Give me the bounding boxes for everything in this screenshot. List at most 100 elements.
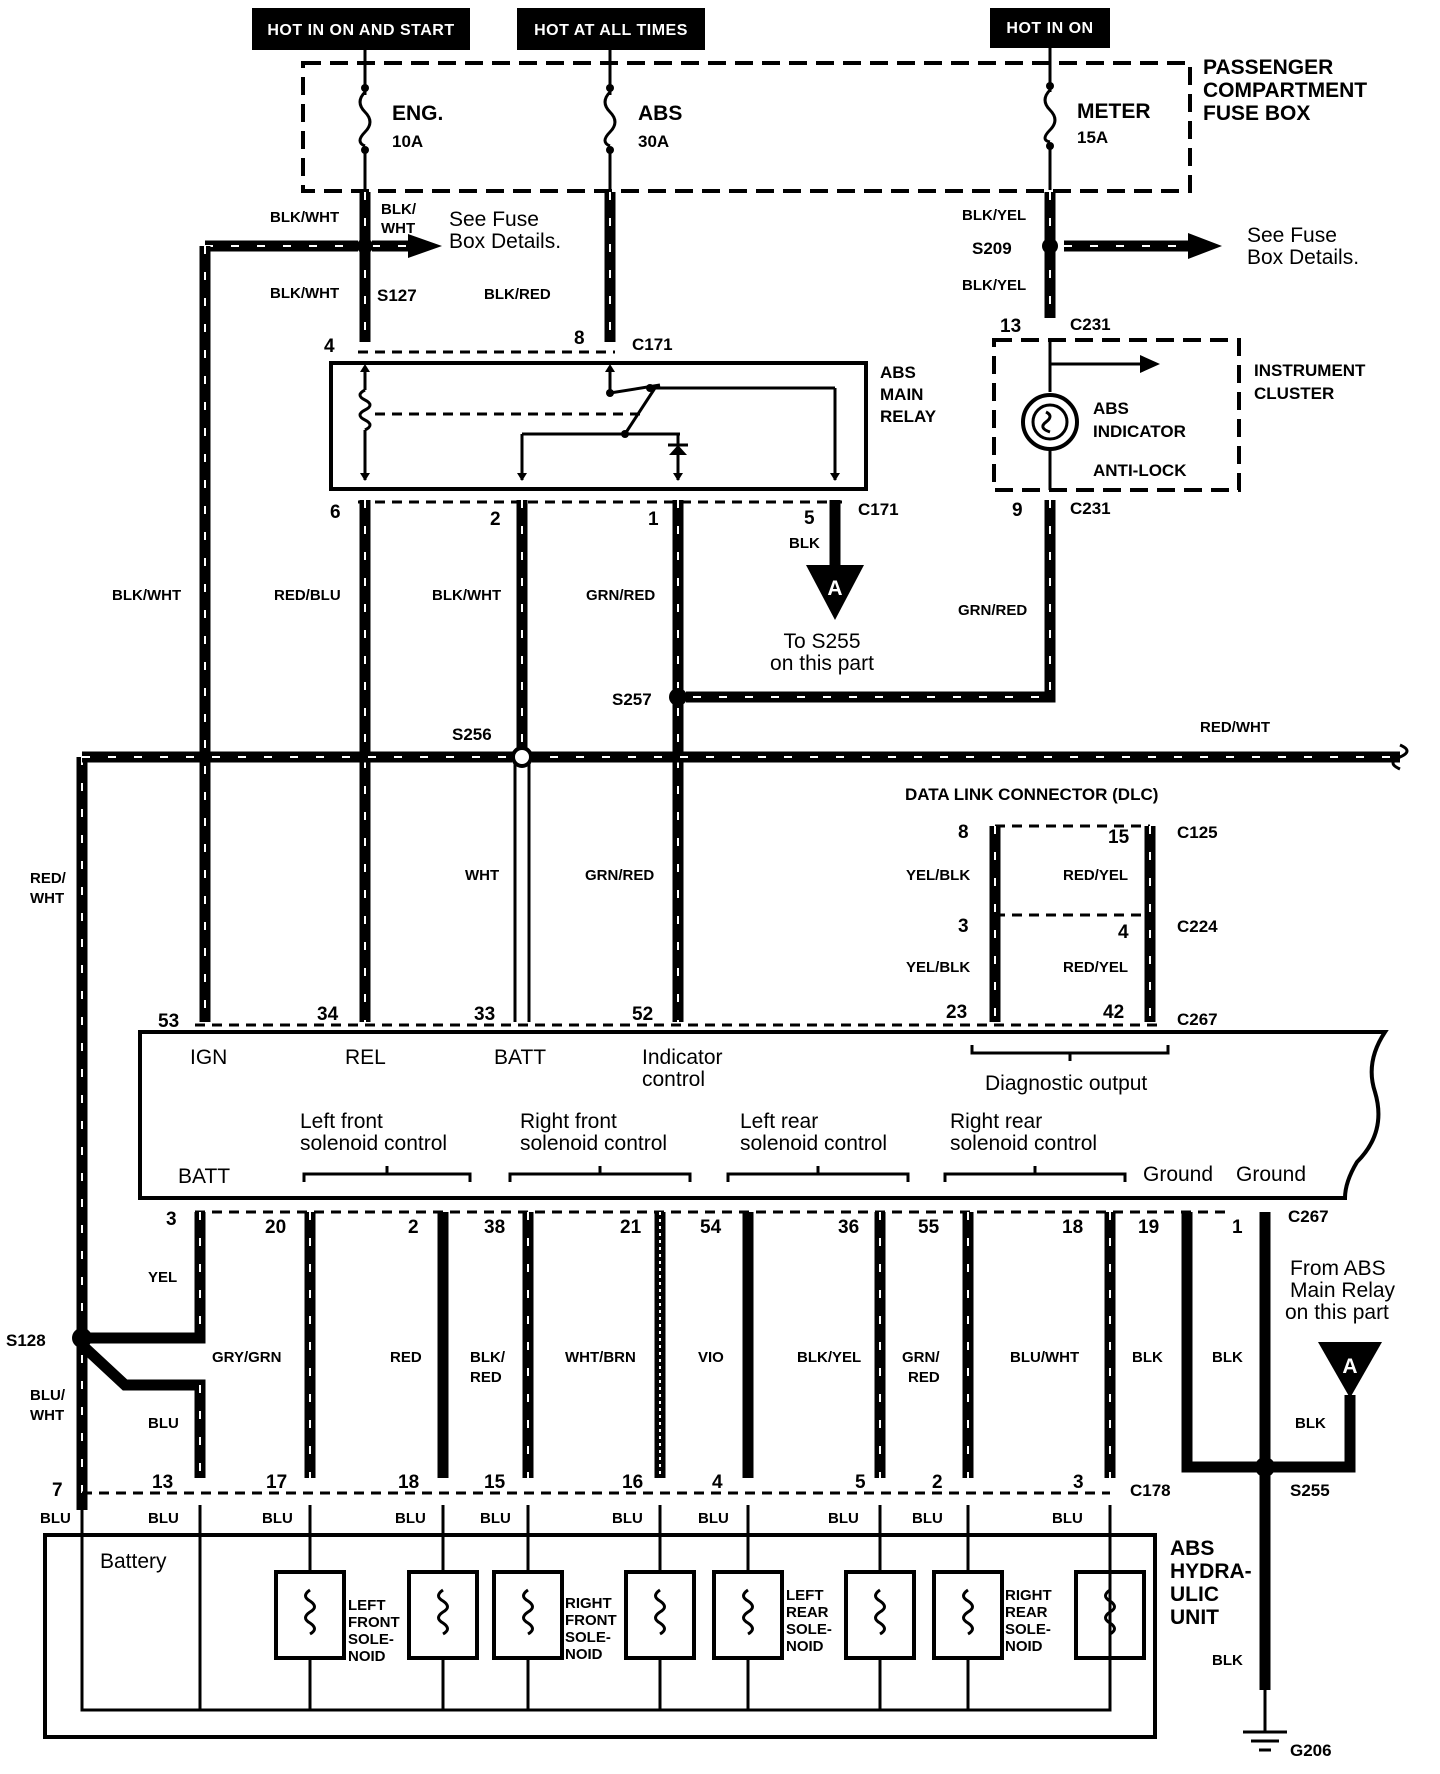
svg-text:20: 20 xyxy=(265,1217,286,1238)
svg-text:BLK: BLK xyxy=(1295,1415,1326,1432)
coil-right-front-1 xyxy=(492,1570,564,1660)
svg-text:C231: C231 xyxy=(1070,315,1111,334)
svg-text:C231: C231 xyxy=(1070,499,1111,518)
svg-text:BATT: BATT xyxy=(178,1165,230,1188)
fuse-abs: ABS 30A xyxy=(603,84,682,190)
svg-text:FUSE BOX: FUSE BOX xyxy=(1203,102,1310,125)
svg-text:METER: METER xyxy=(1077,100,1151,123)
svg-text:on this part: on this part xyxy=(770,652,874,675)
abs-hydraulic-unit: 7 13 17 18 15 16 4 5 2 3 C178 BLU BLU BL… xyxy=(40,1472,1332,1760)
hot-tag-on: HOT IN ON xyxy=(1006,20,1093,37)
svg-text:17: 17 xyxy=(266,1472,287,1493)
hot-tags: HOT IN ON AND START HOT AT ALL TIMES HOT… xyxy=(252,8,1110,50)
svg-text:BLK/WHT: BLK/WHT xyxy=(112,587,181,604)
svg-text:55: 55 xyxy=(918,1217,940,1238)
svg-text:BLK: BLK xyxy=(1132,1349,1163,1366)
abs-main-relay: 4 8 C171 ABS MAIN RELAY 6 2 xyxy=(324,328,937,530)
svg-text:SOLE-: SOLE- xyxy=(1005,1621,1051,1638)
svg-text:INDICATOR: INDICATOR xyxy=(1093,422,1186,441)
svg-text:Ground: Ground xyxy=(1236,1163,1306,1186)
svg-text:BLU: BLU xyxy=(148,1510,179,1527)
hot-tag-all-times: HOT AT ALL TIMES xyxy=(534,22,688,39)
svg-text:YEL/BLK: YEL/BLK xyxy=(906,959,970,976)
svg-text:4: 4 xyxy=(1118,922,1129,943)
svg-text:RELAY: RELAY xyxy=(880,407,937,426)
svg-text:WHT: WHT xyxy=(30,1407,64,1424)
svg-text:LEFT: LEFT xyxy=(348,1597,386,1614)
svg-text:36: 36 xyxy=(838,1217,859,1238)
svg-text:4: 4 xyxy=(324,336,335,357)
splice-s209 xyxy=(1042,238,1058,254)
svg-text:Left front: Left front xyxy=(300,1110,383,1133)
svg-text:GRY/GRN: GRY/GRN xyxy=(212,1349,281,1366)
data-link-connector: DATA LINK CONNECTOR (DLC) 8 15 C125 3 4 … xyxy=(905,785,1218,1022)
svg-text:23: 23 xyxy=(946,1002,967,1023)
instrument-cluster: 13 C231 INSTRUMENT CLUSTER ABS INDICATOR… xyxy=(992,315,1366,521)
svg-text:GRN/RED: GRN/RED xyxy=(586,587,655,604)
svg-text:BLK/YEL: BLK/YEL xyxy=(962,207,1026,224)
svg-text:A: A xyxy=(1342,1355,1357,1378)
svg-text:BLU: BLU xyxy=(480,1510,511,1527)
splice-s257 xyxy=(669,688,687,706)
upper-labels: BLK/WHT BLK/ WHT See Fuse Box Details. B… xyxy=(270,201,1359,305)
svg-text:MAIN: MAIN xyxy=(880,385,923,404)
svg-text:BLU: BLU xyxy=(1052,1510,1083,1527)
svg-text:BLK/WHT: BLK/WHT xyxy=(432,587,501,604)
splice-s255 xyxy=(1255,1457,1275,1477)
coil-left-rear-2 xyxy=(844,1570,916,1660)
svg-text:RED/BLU: RED/BLU xyxy=(274,587,341,604)
lower-labels: 3 20 2 38 21 54 36 55 18 19 1 YEL S128 G… xyxy=(6,1209,1396,1500)
svg-text:VIO: VIO xyxy=(698,1349,724,1366)
wires-middle: A xyxy=(76,500,1409,1510)
svg-text:Ground: Ground xyxy=(1143,1163,1213,1186)
svg-text:C171: C171 xyxy=(858,500,899,519)
svg-text:RED/YEL: RED/YEL xyxy=(1063,867,1128,884)
svg-text:RED: RED xyxy=(470,1369,502,1386)
svg-text:RED: RED xyxy=(908,1369,940,1386)
svg-text:G206: G206 xyxy=(1290,1741,1332,1760)
svg-text:BLU: BLU xyxy=(828,1510,859,1527)
svg-text:C267: C267 xyxy=(1288,1207,1329,1226)
svg-text:DATA LINK CONNECTOR (DLC): DATA LINK CONNECTOR (DLC) xyxy=(905,785,1158,804)
svg-text:3: 3 xyxy=(958,916,969,937)
svg-text:WHT: WHT xyxy=(30,890,64,907)
svg-text:ABS: ABS xyxy=(1093,399,1129,418)
svg-text:ULIC: ULIC xyxy=(1170,1583,1219,1606)
svg-text:SOLE-: SOLE- xyxy=(348,1631,394,1648)
svg-text:NOID: NOID xyxy=(348,1648,386,1665)
svg-text:BLK: BLK xyxy=(1212,1349,1243,1366)
svg-text:13: 13 xyxy=(152,1472,173,1493)
svg-text:NOID: NOID xyxy=(1005,1638,1043,1655)
svg-text:15: 15 xyxy=(484,1472,506,1493)
svg-text:BLK/YEL: BLK/YEL xyxy=(797,1349,861,1366)
svg-text:2: 2 xyxy=(490,509,501,530)
svg-text:REAR: REAR xyxy=(1005,1604,1048,1621)
svg-text:ENG.: ENG. xyxy=(392,102,443,125)
svg-text:YEL: YEL xyxy=(148,1269,177,1286)
svg-text:21: 21 xyxy=(620,1217,642,1238)
svg-text:C171: C171 xyxy=(632,335,673,354)
svg-text:BLU: BLU xyxy=(40,1510,71,1527)
svg-text:52: 52 xyxy=(632,1004,653,1025)
svg-text:RED/WHT: RED/WHT xyxy=(1200,719,1270,736)
svg-text:8: 8 xyxy=(574,328,585,349)
svg-text:S127: S127 xyxy=(377,286,417,305)
svg-text:Diagnostic output: Diagnostic output xyxy=(985,1072,1147,1095)
wires-upper xyxy=(199,192,1222,1022)
fuse-meter: METER 15A xyxy=(1043,82,1151,190)
svg-text:solenoid control: solenoid control xyxy=(740,1132,887,1155)
svg-text:C267: C267 xyxy=(1177,1010,1218,1029)
svg-text:NOID: NOID xyxy=(786,1638,824,1655)
svg-text:30A: 30A xyxy=(638,132,669,151)
svg-text:S257: S257 xyxy=(612,690,652,709)
svg-text:BLK: BLK xyxy=(789,535,820,552)
svg-text:BLK: BLK xyxy=(1212,1652,1243,1669)
svg-text:5: 5 xyxy=(855,1472,866,1493)
svg-text:Right rear: Right rear xyxy=(950,1110,1042,1133)
svg-text:1: 1 xyxy=(648,509,659,530)
svg-text:Left rear: Left rear xyxy=(740,1110,818,1133)
svg-text:BLU: BLU xyxy=(912,1510,943,1527)
svg-text:RED: RED xyxy=(390,1349,422,1366)
svg-text:COMPARTMENT: COMPARTMENT xyxy=(1203,79,1367,102)
svg-text:control: control xyxy=(642,1068,705,1091)
